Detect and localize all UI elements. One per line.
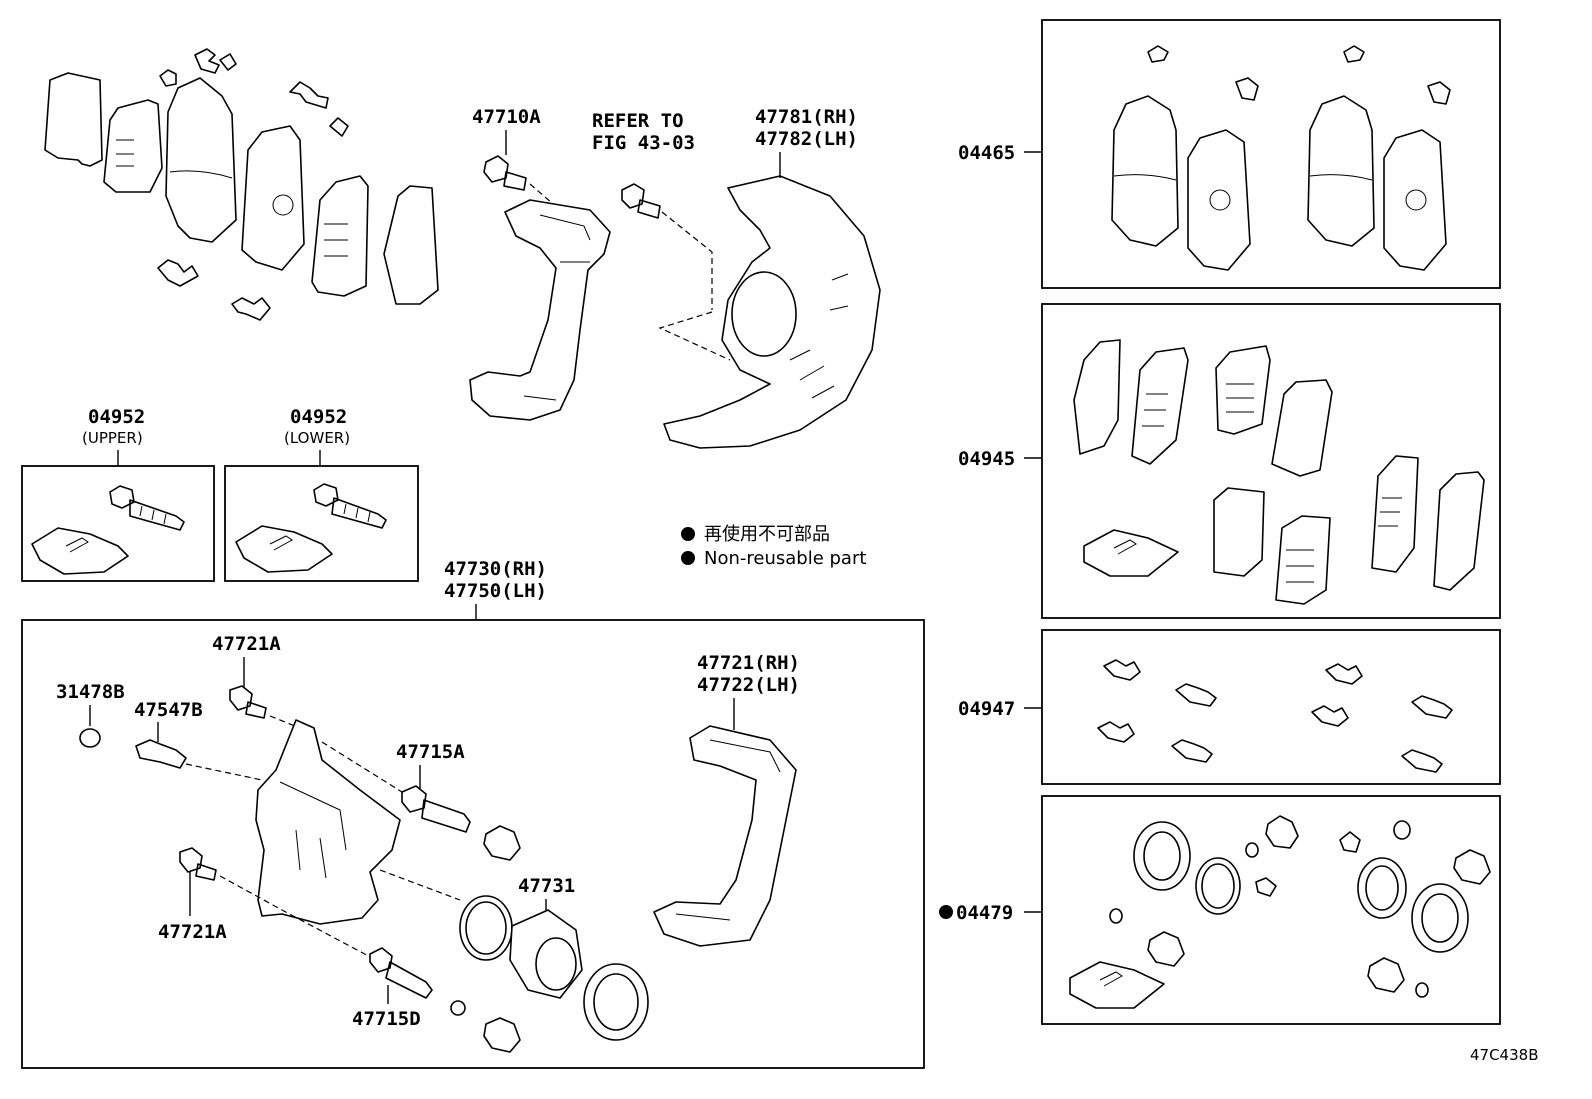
caliper-assembly-box (21, 619, 925, 1069)
kit-04952-lower-box (224, 465, 419, 582)
kit-04479-box (1041, 795, 1501, 1025)
label-04952-lower: 04952 (290, 406, 347, 428)
label-47710A: 47710A (472, 106, 541, 128)
label-47547B: 47547B (134, 699, 203, 721)
label-47715A: 47715A (396, 741, 465, 763)
caliper-parts (79, 685, 797, 1053)
figure-code: 47C438B (1470, 1046, 1538, 1064)
dust-cover-group (621, 175, 881, 449)
label-47750: 47750(LH) (444, 580, 547, 602)
kit-04465-parts (1111, 45, 1451, 271)
label-47721A-bottom: 47721A (158, 921, 227, 943)
label-31478B: 31478B (56, 681, 125, 703)
legend-en: Non-reusable part (704, 548, 866, 569)
label-47782: 47782(LH) (755, 128, 858, 150)
kit-04945-box (1041, 303, 1501, 619)
label-04947: 04947 (958, 698, 1015, 720)
kit-04465-box (1041, 19, 1501, 289)
label-lower: (LOWER) (284, 429, 350, 447)
pad-exploded-group (44, 48, 439, 321)
label-04479: 04479 (956, 902, 1013, 924)
label-47731: 47731 (518, 875, 575, 897)
non-reusable-dot-jp (681, 527, 695, 541)
label-refer-line2: FIG 43-03 (592, 132, 695, 154)
kit-04947-parts (1097, 659, 1453, 773)
bracket-group (469, 155, 611, 421)
label-47721A-top: 47721A (212, 633, 281, 655)
label-47721-rh: 47721(RH) (697, 652, 800, 674)
kit-04479-parts (1069, 815, 1491, 1009)
label-47781: 47781(RH) (755, 106, 858, 128)
kit-04952-upper-box (21, 465, 215, 582)
label-upper: (UPPER) (82, 429, 143, 447)
label-04465: 04465 (958, 142, 1015, 164)
label-04945: 04945 (958, 448, 1015, 470)
legend-jp: 再使用不可部品 (704, 524, 830, 545)
kit-04945-parts (1073, 339, 1485, 605)
label-refer-line1: REFER TO (592, 110, 684, 132)
kit-upper-parts (31, 485, 185, 575)
label-47715D: 47715D (352, 1008, 421, 1030)
kit-lower-parts (235, 483, 387, 573)
label-47730: 47730(RH) (444, 558, 547, 580)
kit-04947-box (1041, 629, 1501, 785)
label-04952-upper: 04952 (88, 406, 145, 428)
non-reusable-dot-en (681, 551, 695, 565)
non-reusable-dot-04479 (939, 905, 953, 919)
label-47722-lh: 47722(LH) (697, 674, 800, 696)
